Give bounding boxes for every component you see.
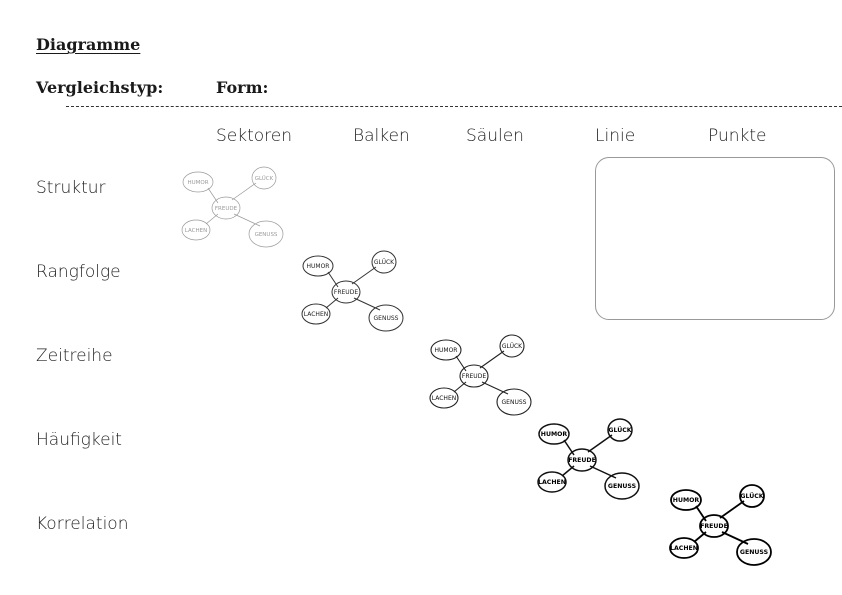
mindmap-node-top-right — [371, 250, 397, 274]
mindmap-node-top-left — [538, 423, 570, 445]
column-header-punkte: Punkte — [708, 126, 767, 146]
mindmap-node-top-left — [670, 489, 702, 511]
mindmap-node-top-left — [302, 255, 334, 277]
row-label-zeitreihe: Zeitreihe — [36, 346, 113, 366]
mindmap-node-bottom-left — [669, 537, 699, 559]
mindmap-node-top-right-label: GLÜCK — [502, 343, 523, 350]
mindmap-node-bottom-right-label: GENUSS — [255, 232, 278, 238]
mindmap-node-top-right — [499, 334, 525, 358]
mindmap-node-top-right-label: GLÜCK — [740, 491, 763, 500]
mindmap-node-bottom-right — [368, 304, 404, 332]
mindmap-node-bottom-left-label: LACHEN — [432, 395, 456, 402]
mindmap-connector — [327, 271, 339, 288]
mindmap-node-bottom-right — [736, 538, 772, 566]
mindmap-node-top-right-label: GLÜCK — [255, 175, 274, 182]
mindmap-node-top-left-label: HUMOR — [307, 263, 330, 270]
mindmap-sketch-4: FREUDE HUMOR GLÜCK LACHEN GENUSS — [536, 410, 656, 502]
mindmap-svg: FREUDE HUMOR GLÜCK LACHEN GENUSS — [429, 334, 532, 416]
mindmap-node-center-label: FREUDE — [334, 289, 358, 296]
mindmap-node-bottom-left-label: LACHEN — [304, 311, 328, 318]
column-header-saeulen: Säulen — [466, 126, 524, 146]
mindmap-connector — [231, 182, 257, 201]
mindmap-node-top-left-label: HUMOR — [541, 431, 568, 438]
mindmap-node-bottom-right — [496, 388, 532, 416]
mindmap-node-bottom-left — [181, 219, 211, 241]
mindmap-node-bottom-left-label: LACHEN — [670, 545, 698, 552]
mindmap-node-bottom-left — [301, 303, 331, 325]
mindmap-svg: FREUDE HUMOR GLÜCK LACHEN GENUSS — [537, 418, 640, 500]
mindmap-node-bottom-left-label: LACHEN — [538, 479, 566, 486]
mindmap-node-bottom-right — [604, 472, 640, 500]
mindmap-connector — [719, 500, 745, 519]
mindmap-node-top-right — [607, 418, 633, 442]
mindmap-node-bottom-right-label: GENUSS — [740, 549, 768, 556]
mindmap-node-top-right — [251, 166, 277, 190]
mindmap-connector — [351, 266, 377, 285]
mindmap-sketch-3: FREUDE HUMOR GLÜCK LACHEN GENUSS — [428, 326, 548, 418]
mindmap-connector — [455, 355, 467, 372]
mindmap-node-center — [699, 514, 729, 538]
mindmap-node-center — [459, 364, 489, 388]
mindmap-node-top-right — [739, 484, 765, 508]
mindmap-connector — [587, 434, 613, 453]
row-label-korrelation: Korrelation — [36, 514, 129, 534]
mindmap-node-center — [331, 280, 361, 304]
row-label-haeufigkeit: Häufigkeit — [36, 430, 122, 450]
mindmap-connector — [479, 350, 505, 369]
mindmap-node-top-left-label: HUMOR — [673, 497, 700, 504]
mindmap-node-center-label: FREUDE — [568, 457, 596, 464]
form-label: Form: — [216, 78, 269, 97]
mindmap-node-center — [567, 448, 597, 472]
mindmap-node-top-left-label: HUMOR — [187, 180, 208, 186]
mindmap-sketch-2: FREUDE HUMOR GLÜCK LACHEN GENUSS — [300, 242, 420, 334]
mindmap-node-bottom-right-label: GENUSS — [502, 399, 527, 406]
mindmap-node-center-label: FREUDE — [215, 206, 238, 212]
mindmap-connector — [233, 213, 261, 227]
row-label-rangfolge: Rangfolge — [36, 262, 121, 282]
mindmap-node-top-left — [430, 339, 462, 361]
mindmap-node-center-label: FREUDE — [462, 373, 486, 380]
mindmap-connector — [207, 187, 219, 204]
comparison-type-label: Vergleichstyp: — [36, 78, 164, 97]
dashed-divider — [66, 106, 842, 107]
mindmap-node-bottom-right-label: GENUSS — [374, 315, 399, 322]
mindmap-connector — [353, 297, 381, 311]
column-header-balken: Balken — [353, 126, 410, 146]
mindmap-node-bottom-right-label: GENUSS — [608, 483, 636, 490]
mindmap-sketch-5: FREUDE HUMOR GLÜCK LACHEN GENUSS — [668, 476, 788, 568]
mindmap-node-bottom-left — [429, 387, 459, 409]
mindmap-node-top-right-label: GLÜCK — [374, 259, 395, 266]
mindmap-svg: FREUDE HUMOR GLÜCK LACHEN GENUSS — [301, 250, 404, 332]
mindmap-node-center-label: FREUDE — [700, 523, 728, 530]
mindmap-svg: FREUDE HUMOR GLÜCK LACHEN GENUSS — [669, 484, 772, 566]
mindmap-node-top-left-label: HUMOR — [435, 347, 458, 354]
page-title: Diagramme — [36, 35, 141, 54]
mindmap-node-bottom-left-label: LACHEN — [185, 228, 207, 234]
mindmap-sketch-1: FREUDE HUMOR GLÜCK LACHEN GENUSS — [180, 158, 300, 250]
placeholder-box — [595, 157, 835, 320]
mindmap-node-top-left — [182, 171, 214, 193]
mindmap-node-bottom-right — [248, 220, 284, 248]
mindmap-node-bottom-left — [537, 471, 567, 493]
mindmap-node-center — [211, 196, 241, 220]
mindmap-node-top-right-label: GLÜCK — [608, 425, 631, 434]
row-label-struktur: Struktur — [36, 178, 106, 198]
column-header-linie: Linie — [595, 126, 636, 146]
mindmap-connector — [481, 381, 509, 395]
mindmap-svg: FREUDE HUMOR GLÜCK LACHEN GENUSS — [181, 166, 284, 248]
column-header-sektoren: Sektoren — [216, 126, 293, 146]
